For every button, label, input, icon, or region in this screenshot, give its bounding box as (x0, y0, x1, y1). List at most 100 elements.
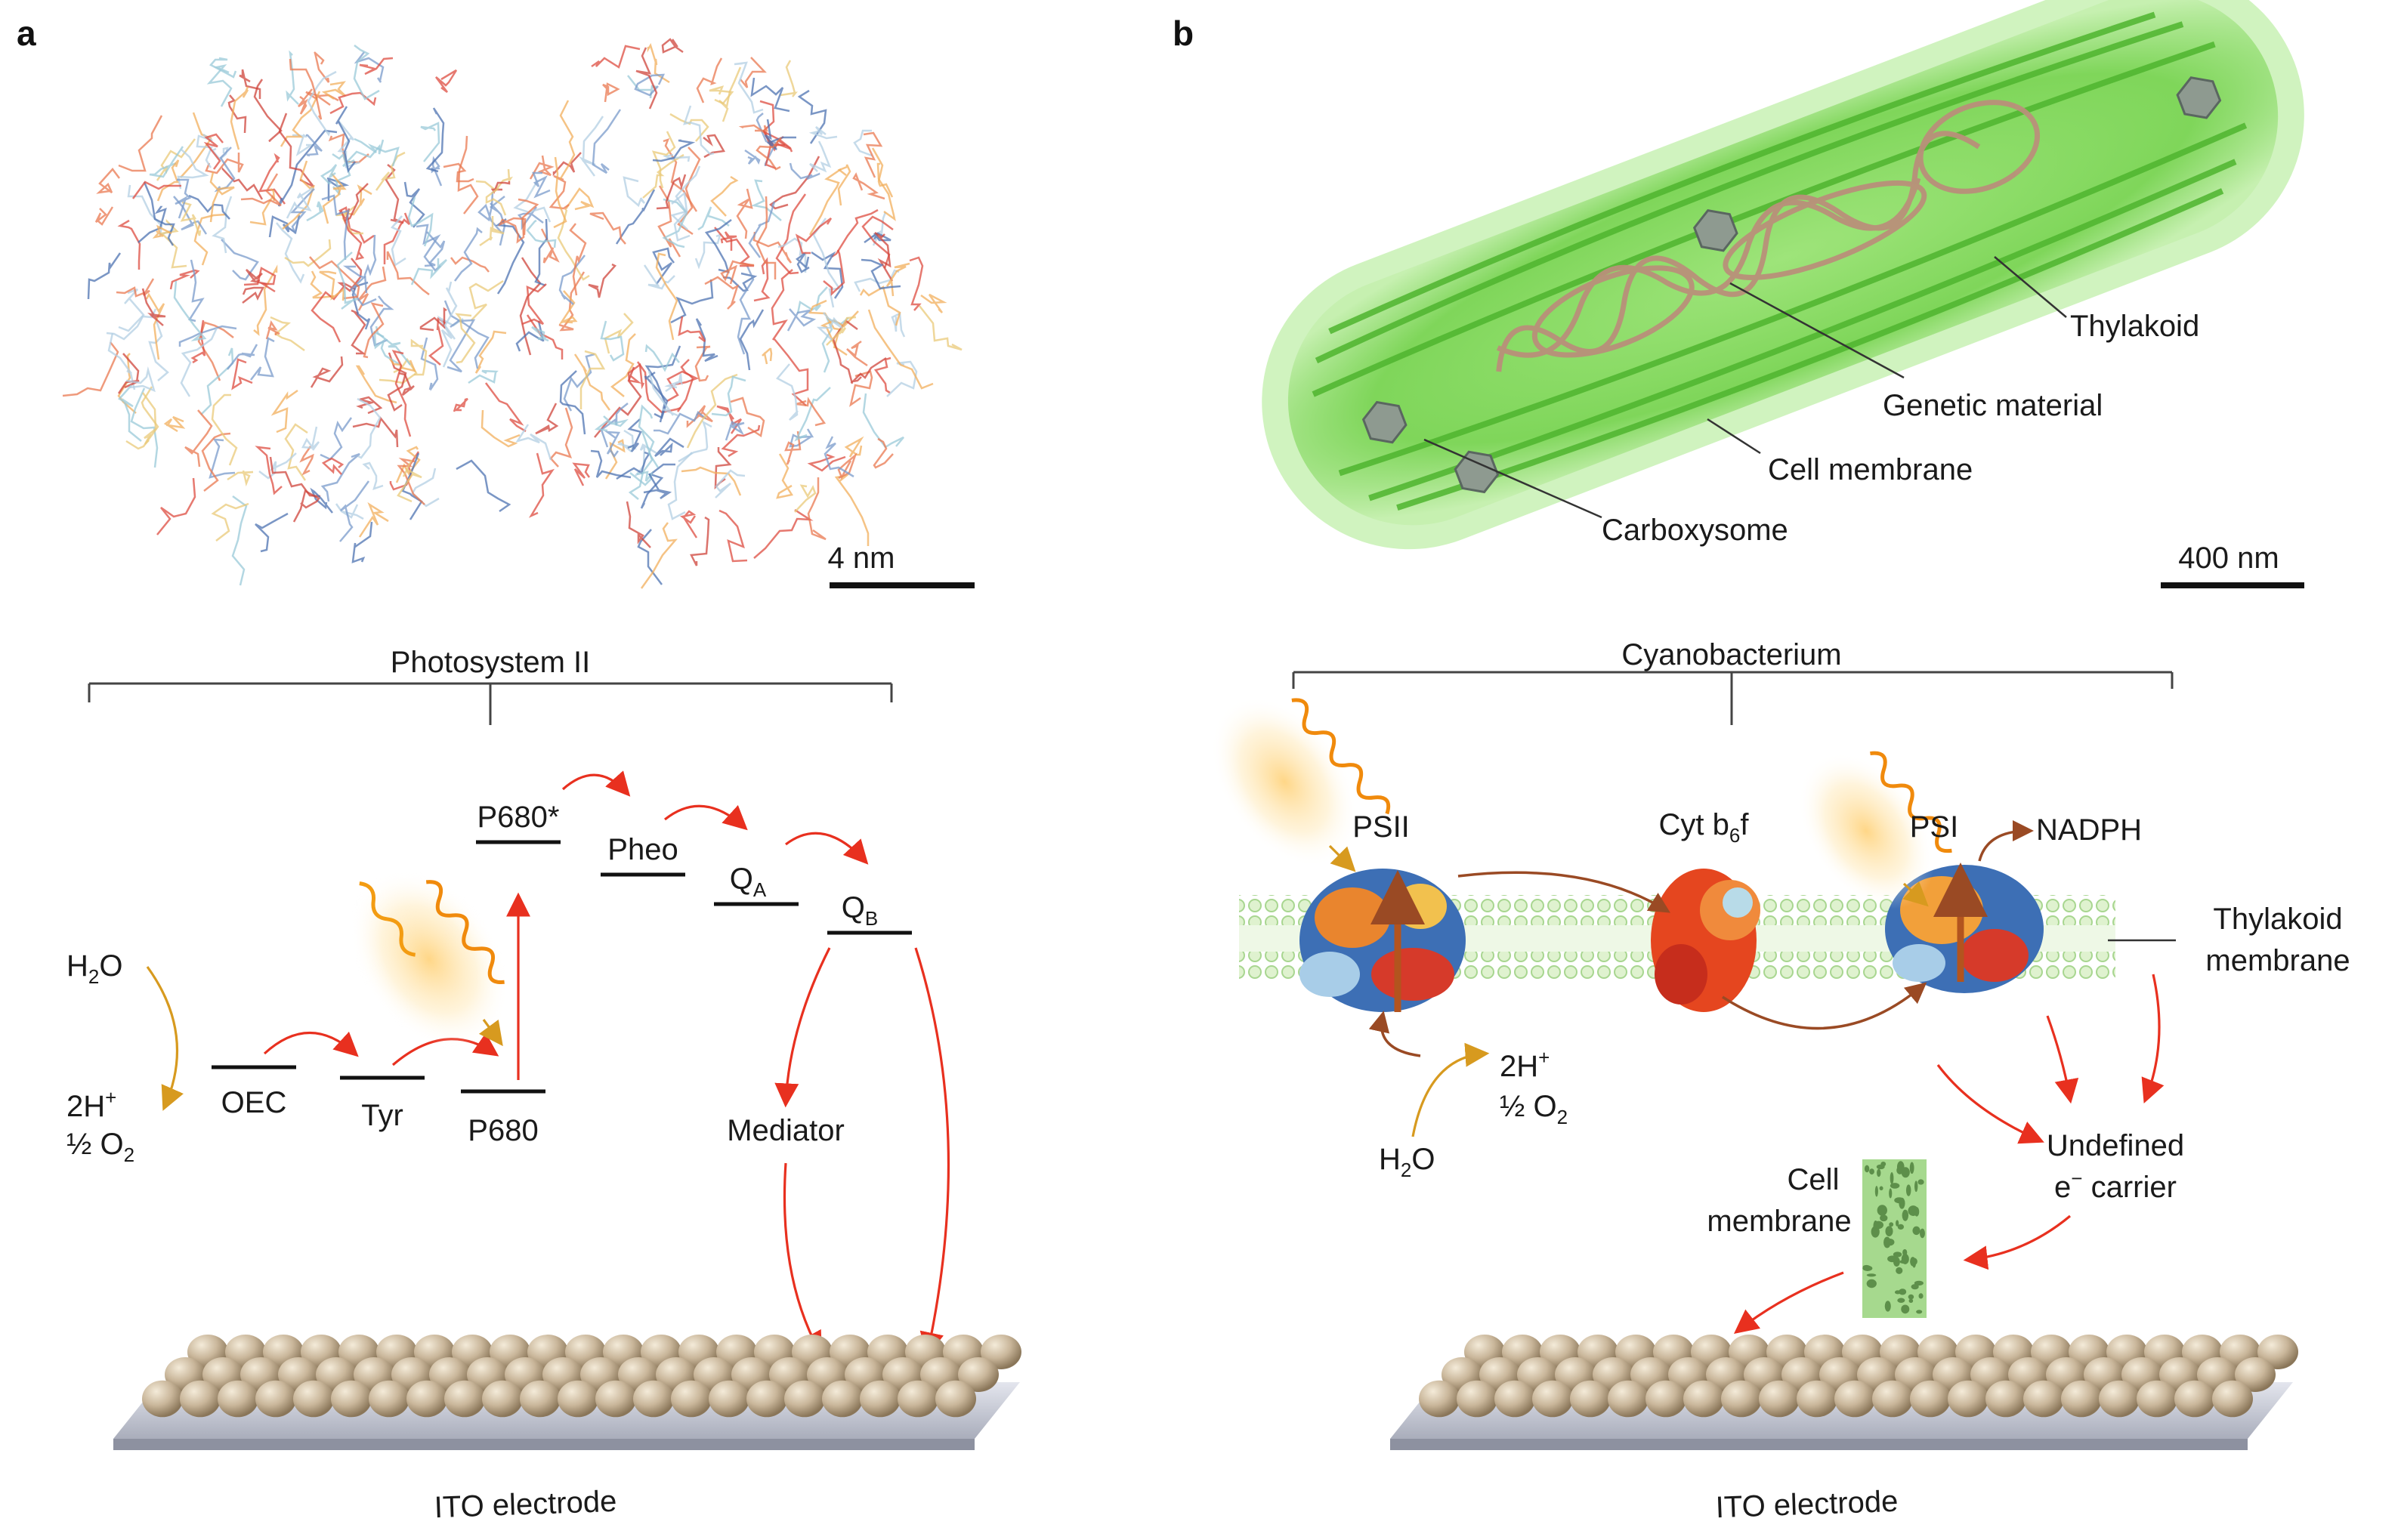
protein-strand (391, 350, 412, 437)
label-cyt-b6f: Cyt b6f (1659, 808, 1750, 847)
electrode-bead (2257, 1335, 2298, 1369)
membrane-speck (1899, 1197, 1905, 1209)
protein-strand (635, 443, 657, 477)
protein-strand (322, 173, 347, 224)
protein-strand (397, 459, 422, 503)
arrow-qa-qb (785, 832, 869, 865)
label-cell-membrane: Cell membrane (1768, 453, 1973, 486)
protein-strand (789, 428, 814, 448)
protein-strand (490, 181, 511, 194)
protein-strand (862, 393, 904, 449)
protein-strand (867, 309, 934, 390)
label-h2o-b: H2O (1379, 1143, 1435, 1181)
protein-strand (716, 405, 743, 434)
protein-strand (306, 201, 324, 222)
membrane-speck (1909, 1162, 1914, 1174)
electrode-bead (1948, 1380, 1988, 1418)
label-tyr: Tyr (361, 1099, 403, 1132)
protein-strand (156, 138, 196, 181)
protein-strand (485, 187, 507, 216)
label-protons-b: 2H+ (1500, 1046, 1550, 1083)
arrow-p680star-pheo (561, 770, 631, 797)
protein-strand (528, 452, 555, 518)
protein-strand (826, 316, 857, 346)
electrode-bead (981, 1335, 1021, 1369)
arrow-oec-tyr (263, 1031, 359, 1057)
protein-strand (796, 397, 827, 427)
protein-strand (786, 308, 817, 332)
leader-thylakoid (1994, 256, 2067, 318)
electrode-bead (2212, 1380, 2253, 1418)
membrane-speck (1869, 1168, 1874, 1175)
protein-strand (286, 187, 314, 219)
protein-strand (456, 459, 511, 513)
protein-strand (535, 403, 559, 435)
protein-strand (353, 45, 380, 100)
protein-strand (321, 457, 345, 475)
protein-strand (242, 286, 265, 304)
protein-strand (231, 358, 253, 390)
label-oxygen-a: ½ O2 (66, 1128, 134, 1166)
electrode-bead (784, 1380, 825, 1418)
membrane-speck (1914, 1207, 1920, 1217)
membrane-speck (1899, 1288, 1907, 1295)
protein-strand (169, 269, 200, 290)
protein-strand (298, 88, 313, 115)
protein-strand (130, 387, 159, 468)
protein-strand (886, 360, 918, 397)
membrane-speck (1883, 1236, 1891, 1248)
protein-strand (795, 217, 833, 255)
protein-strand (193, 213, 227, 266)
protein-strand (694, 233, 722, 270)
protein-strand (320, 452, 360, 502)
protein-strand (654, 437, 684, 458)
protein-strand (663, 137, 698, 212)
membrane-speck (1896, 1220, 1899, 1227)
protein-strand (373, 330, 400, 366)
leader-genetic (1729, 282, 1905, 379)
protein-strand (485, 382, 527, 433)
label-p680: P680 (468, 1114, 538, 1147)
protein-strand (734, 61, 764, 114)
protein-strand (834, 474, 870, 546)
membrane-speck (1879, 1186, 1883, 1191)
protein-strand (250, 337, 275, 381)
protein-strand (329, 91, 377, 115)
protein-strand (748, 201, 776, 258)
protein-strand (221, 239, 259, 281)
leader-carboxysome (1423, 438, 1602, 519)
protein-strand (694, 345, 711, 382)
protein-strand (738, 124, 768, 136)
protein-strand (363, 302, 385, 359)
protein-strand (246, 269, 267, 285)
membrane-speck (1901, 1253, 1909, 1264)
protein-strand (591, 45, 641, 69)
protein-strand (152, 224, 172, 239)
label-oec: OEC (221, 1086, 287, 1119)
protein-strand (289, 58, 323, 120)
protein-strand (141, 392, 157, 445)
membrane-speck (1901, 1167, 1910, 1178)
protein-strand (450, 256, 490, 273)
membrane-speck (1910, 1257, 1916, 1267)
electrode-bead (2061, 1380, 2102, 1418)
protein-strand (148, 320, 169, 381)
ito-electrode-a (113, 1335, 1021, 1450)
protein-strand (311, 284, 346, 343)
protein-strand (588, 263, 617, 298)
protein-strand (310, 270, 335, 299)
electrode-bead (1683, 1380, 1724, 1418)
protein-strand (332, 153, 351, 196)
electrode-bead (1985, 1380, 2026, 1418)
protein-strand (284, 239, 332, 267)
protein-strand (654, 411, 706, 435)
light-arrow-b1 (1328, 844, 1356, 872)
protein-strand (125, 366, 156, 393)
protein-strand (410, 338, 428, 376)
protein-strand (753, 508, 814, 559)
label-psi: PSI (1910, 810, 1958, 844)
protein-strand (515, 424, 552, 461)
protein-strand (265, 320, 280, 340)
protein-strand (643, 473, 672, 500)
protein-strand (143, 181, 175, 246)
